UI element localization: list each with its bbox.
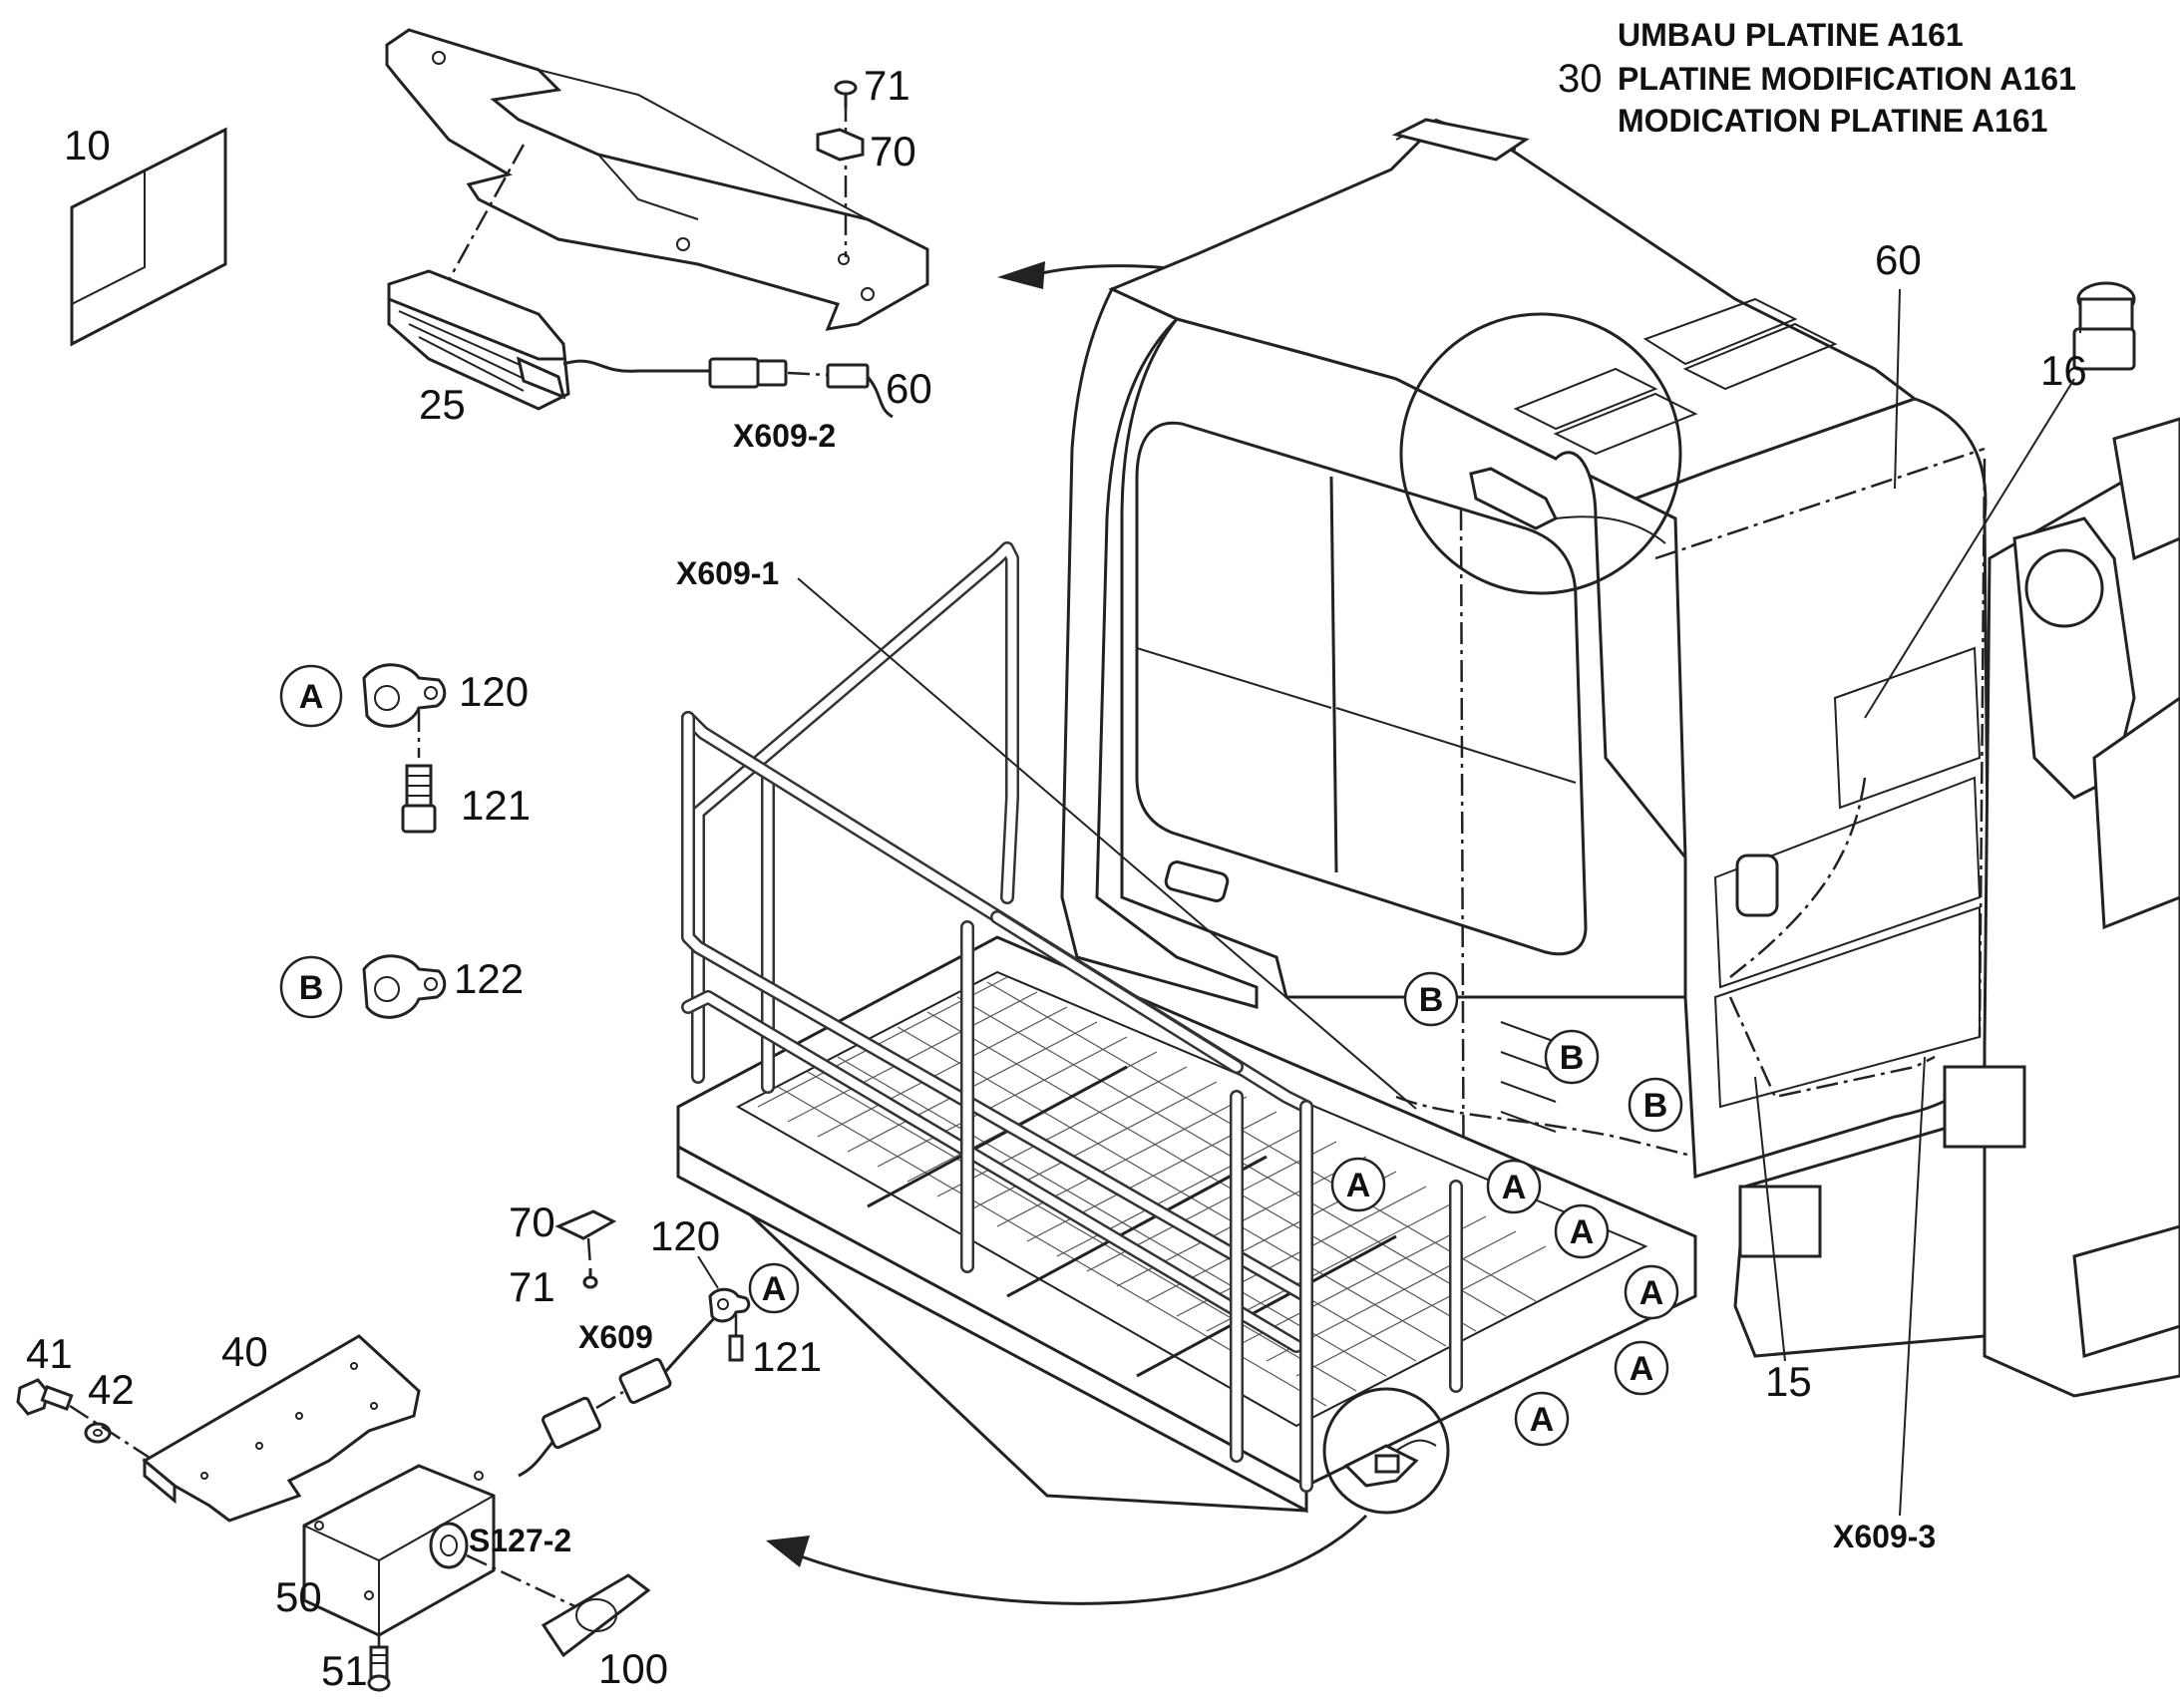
screw-71 bbox=[834, 80, 858, 108]
clip-marker-a-1: A bbox=[1330, 1157, 1386, 1212]
clip-letter-a-detail: A bbox=[762, 1270, 787, 1308]
callout-60-top: 60 bbox=[886, 365, 932, 412]
clip-marker-a-6: A bbox=[1514, 1391, 1570, 1447]
callout-70-detail: 70 bbox=[509, 1198, 555, 1245]
connector-x609: X609 bbox=[578, 1319, 653, 1355]
switch-box-assembly: 40 41 42 50 S127-2 bbox=[16, 1198, 822, 1694]
bolt-41 bbox=[16, 1378, 74, 1416]
callout-42: 42 bbox=[88, 1366, 135, 1413]
svg-text:A: A bbox=[1530, 1401, 1555, 1439]
clip-marker-a-5: A bbox=[1614, 1340, 1669, 1396]
callout-16: 16 bbox=[2040, 347, 2087, 394]
svg-text:B: B bbox=[1419, 981, 1444, 1019]
callout-60-main: 60 bbox=[1875, 236, 1922, 283]
machine-rear bbox=[1733, 417, 2180, 1398]
connector-x609-3: X609-3 bbox=[1833, 1519, 1936, 1554]
callout-122-legend: 122 bbox=[454, 955, 524, 1002]
svg-text:A: A bbox=[1639, 1274, 1664, 1312]
callout-70-top: 70 bbox=[870, 128, 916, 174]
clip-letter-a-legend: A bbox=[299, 678, 324, 716]
connector-s127-2: S127-2 bbox=[469, 1523, 571, 1558]
svg-text:A: A bbox=[1630, 1350, 1654, 1388]
svg-text:A: A bbox=[1346, 1167, 1371, 1204]
bolt-121 bbox=[401, 764, 437, 834]
callout-121-legend: 121 bbox=[461, 782, 531, 829]
work-lamp-25 bbox=[387, 269, 570, 411]
clip-marker-a-3: A bbox=[1554, 1203, 1610, 1259]
bracket-40 bbox=[142, 1334, 421, 1523]
callout-100: 100 bbox=[598, 1645, 668, 1692]
title-line-3: MODICATION PLATINE A161 bbox=[1618, 103, 2047, 139]
callout-40: 40 bbox=[221, 1328, 268, 1375]
switch-detail-circle bbox=[1322, 1387, 1450, 1515]
label-plate-100 bbox=[541, 1573, 651, 1658]
connector-x609-2: X609-2 bbox=[733, 418, 836, 454]
callout-10: 10 bbox=[64, 122, 111, 169]
title-line-2: PLATINE MODIFICATION A161 bbox=[1618, 61, 2076, 97]
detail-arrow-bottom bbox=[766, 1514, 1368, 1605]
svg-text:A: A bbox=[1570, 1213, 1595, 1251]
clip-70-detail bbox=[554, 1209, 617, 1289]
callout-25: 25 bbox=[419, 381, 466, 428]
clip-legend-b: B 122 bbox=[279, 954, 524, 1019]
callout-121-detail: 121 bbox=[752, 1333, 822, 1380]
title-block: UMBAU PLATINE A161 30 PLATINE MODIFICATI… bbox=[1558, 17, 2076, 139]
clip-marker-b-2: B bbox=[1544, 1029, 1600, 1085]
clip-120-detail bbox=[708, 1287, 751, 1362]
clip-marker-b-1: B bbox=[1403, 971, 1459, 1027]
label-sheet-10: 10 bbox=[64, 122, 227, 347]
callout-15: 15 bbox=[1765, 1358, 1812, 1405]
clip-marker-a-2: A bbox=[1486, 1159, 1542, 1214]
callout-71-detail: 71 bbox=[509, 1263, 555, 1310]
main-leaders: X609-1 60 15 X609-3 bbox=[676, 236, 1936, 1554]
connector-x609-1: X609-1 bbox=[676, 555, 779, 591]
callout-51: 51 bbox=[321, 1647, 368, 1694]
railing bbox=[681, 541, 1463, 1493]
clip-letter-b-legend: B bbox=[299, 969, 324, 1007]
clip-marker-b-3: B bbox=[1628, 1077, 1683, 1133]
switch-box-50 bbox=[302, 1464, 496, 1637]
clip-70 bbox=[816, 128, 865, 162]
screw-51 bbox=[367, 1645, 391, 1692]
callout-50: 50 bbox=[275, 1573, 322, 1620]
callout-41: 41 bbox=[26, 1330, 73, 1377]
side-vents bbox=[1500, 1021, 1557, 1133]
title-line-1: UMBAU PLATINE A161 bbox=[1618, 17, 1964, 53]
svg-text:A: A bbox=[1502, 1169, 1527, 1206]
callout-120-detail: 120 bbox=[650, 1212, 720, 1259]
switch-16: 16 bbox=[1864, 281, 2136, 719]
title-item-number: 30 bbox=[1558, 57, 1603, 101]
clip-marker-a-4: A bbox=[1624, 1264, 1679, 1320]
washer-42 bbox=[84, 1422, 112, 1444]
callout-120-legend: 120 bbox=[459, 668, 529, 715]
roof-detail-circle bbox=[1399, 312, 1682, 595]
callout-71-top: 71 bbox=[864, 62, 910, 109]
lamp-bracket-assembly: X609-2 25 60 71 70 bbox=[385, 28, 932, 454]
svg-text:B: B bbox=[1643, 1087, 1668, 1125]
clip-markers: A A A A A A B B B bbox=[1330, 971, 1683, 1447]
clip-legend-a: A 120 121 bbox=[279, 663, 531, 834]
svg-text:B: B bbox=[1560, 1039, 1585, 1077]
